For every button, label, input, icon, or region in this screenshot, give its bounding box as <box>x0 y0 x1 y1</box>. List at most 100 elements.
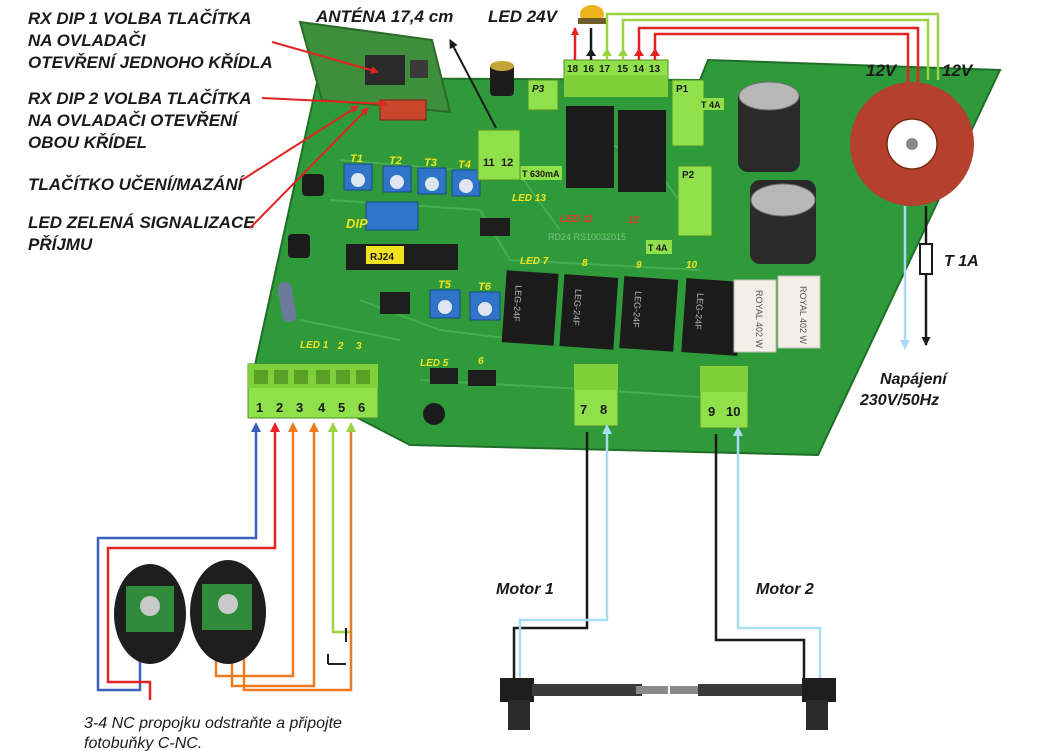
terminal-15: 15 <box>617 64 629 75</box>
relay-text: LEG-24F <box>693 293 706 331</box>
ic-chip <box>468 370 496 386</box>
terminal-7: 7 <box>580 402 587 417</box>
motor2-arrow <box>733 426 743 436</box>
terminal-5: 5 <box>338 400 345 415</box>
rx-dip2-label: OBOU KŘÍDEL <box>28 133 147 152</box>
terminal-block-top: 18 16 17 15 14 13 <box>563 59 669 97</box>
warning-lamp-icon <box>578 5 606 24</box>
ic-chip <box>380 292 410 314</box>
led6-label: 6 <box>478 356 484 367</box>
connector-p3 <box>527 79 559 111</box>
motor1-actuator <box>500 678 668 730</box>
terminal-6: 6 <box>358 400 365 415</box>
toroidal-transformer <box>850 82 974 206</box>
top-wires <box>571 12 940 82</box>
photocell-receiver <box>190 560 266 664</box>
led11-label: LED 11 <box>560 214 594 225</box>
led3-label: 3 <box>356 341 362 352</box>
capacitors <box>288 61 816 425</box>
photocell-transmitter <box>114 564 186 664</box>
rx-dip1-label: RX DIP 1 VOLBA TLAČÍTKA <box>28 9 252 28</box>
photocell-wire-arrows <box>251 422 356 432</box>
terminal-9: 9 <box>708 404 715 419</box>
terminal-block-motor2: 9 10 <box>699 365 749 429</box>
led12-label: 12 <box>628 215 640 226</box>
terminal-14: 14 <box>633 64 645 75</box>
motor2-label: Motor 2 <box>756 581 814 598</box>
resistor <box>277 282 297 322</box>
antenna-arrow <box>449 39 497 129</box>
board-serial: RD24 RS10032015 <box>548 232 626 242</box>
p2-label: P2 <box>682 170 695 181</box>
callouts: RX DIP 1 VOLBA TLAČÍTKA NA OVLADAČI OTEV… <box>28 7 559 254</box>
terminal-18: 18 <box>567 64 579 75</box>
terminal-10: 10 <box>726 404 740 419</box>
rx-dip2-label: NA OVLADAČI OTEVŘENÍ <box>28 111 240 130</box>
trimmer-label: T3 <box>424 157 437 169</box>
rx-dip-switch[interactable] <box>379 99 427 121</box>
top-relays <box>566 106 666 192</box>
antenna-terminal: 11 12 <box>477 129 521 181</box>
push-button-icon <box>327 628 347 665</box>
trimmers: T1 T2 T3 T4 T5 T6 <box>343 153 501 321</box>
terminal-16: 16 <box>583 64 595 75</box>
terminal-12: 12 <box>501 157 513 169</box>
rx-module <box>298 20 452 114</box>
trimmer-label: T4 <box>458 159 471 171</box>
relay-text: LEG-24F <box>571 289 584 327</box>
terminal-11: 11 <box>483 157 495 169</box>
p1-label: P1 <box>676 84 689 95</box>
rj24-label: RJ24 <box>370 252 394 263</box>
terminal-2: 2 <box>276 400 283 415</box>
dip-switch[interactable] <box>365 201 419 231</box>
terminal-8: 8 <box>600 402 607 417</box>
bottom-relays: LEG-24F LEG-24F LEG-24F LEG-24F <box>501 270 743 356</box>
motor1-arrow <box>602 424 612 434</box>
motor1-wires <box>512 432 609 680</box>
mains-arrow <box>900 340 910 350</box>
terminal-17: 17 <box>599 64 611 75</box>
fuse-630-label: T 630mA <box>522 169 560 179</box>
callout-arrows <box>241 41 387 229</box>
fuse-icon <box>919 243 933 275</box>
relay-text: LEG-24F <box>631 291 644 329</box>
rx-dip1-label: NA OVLADAČI <box>28 31 147 50</box>
connector-p2 <box>677 165 713 237</box>
trimmer-label: T2 <box>389 155 402 167</box>
resistor-text: ROYAL 402 W <box>754 290 764 349</box>
trimmer-label: T5 <box>438 279 452 291</box>
connector-p1 <box>671 79 705 147</box>
led7-label: LED 7 <box>520 256 549 267</box>
led9-label: 9 <box>636 260 642 271</box>
led-green-label: PŘÍJMU <box>28 235 93 254</box>
led13-label: LED 13 <box>512 193 546 204</box>
terminal-3: 3 <box>296 400 303 415</box>
fuse-label: T 1A <box>944 253 979 270</box>
dip-label: DIP <box>346 216 368 231</box>
trimmer-label: T1 <box>350 153 363 165</box>
rx-dip1-label: OTEVŘENÍ JEDNOHO KŘÍDLA <box>28 53 273 72</box>
supply-label: 230V/50Hz <box>859 392 939 409</box>
motor2-actuator <box>670 678 836 730</box>
terminal-block-left: 1 2 3 4 5 6 <box>247 363 379 419</box>
top-wire-arrows <box>586 48 660 56</box>
terminal-block-motor1: 7 8 <box>573 363 619 427</box>
led2-label: 2 <box>337 341 344 352</box>
led24-label: LED 24V <box>488 7 559 26</box>
fuse-4a-label: T 4A <box>701 100 721 110</box>
terminal-13: 13 <box>649 64 661 75</box>
footnote-line: fotobuňky C-NC. <box>84 735 202 751</box>
transformer-left-voltage: 12V <box>866 61 898 80</box>
mains-wires <box>903 206 931 346</box>
trimmer-label: T6 <box>478 281 492 293</box>
led5-label: LED 5 <box>420 358 449 369</box>
antenna-label: ANTÉNA 17,4 cm <box>315 7 453 26</box>
supply-label: Napájení <box>880 371 949 388</box>
relay-text: LEG-24F <box>511 285 524 323</box>
rj24-label-box <box>366 246 404 264</box>
transformer-right-voltage: 12V <box>942 61 974 80</box>
ic-chip <box>430 368 458 384</box>
resistor-text: ROYAL 402 W <box>798 286 808 345</box>
learn-button-label: TLAČÍTKO UČENÍ/MAZÁNÍ <box>28 175 246 194</box>
